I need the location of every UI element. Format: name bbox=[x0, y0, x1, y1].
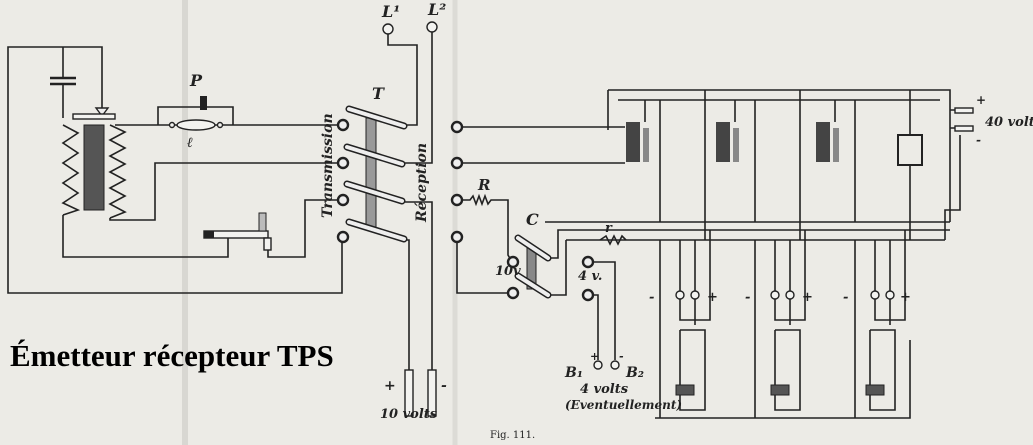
valve-group-2 bbox=[754, 230, 806, 418]
terminal-b2[interactable] bbox=[610, 360, 620, 370]
label-10-volts: 10 volts bbox=[380, 407, 438, 422]
resistor-r-icon bbox=[462, 193, 513, 263]
wire-c-right bbox=[550, 229, 567, 296]
label-b2: B₂ bbox=[625, 365, 644, 381]
secondary-coil-icon bbox=[108, 124, 127, 219]
transformers bbox=[626, 122, 839, 162]
resistor-r-lower-icon bbox=[599, 234, 627, 246]
label-b2-minus: - bbox=[619, 350, 624, 363]
valve-group-3 bbox=[854, 230, 906, 418]
push-button-icon bbox=[200, 96, 207, 110]
label-plus-3: + bbox=[900, 290, 911, 305]
label-minus-1: - bbox=[649, 290, 654, 305]
switch-t[interactable] bbox=[343, 105, 408, 243]
battery-minus-wire bbox=[405, 201, 433, 372]
primary-coil-icon bbox=[61, 124, 81, 216]
battery-10v-icon bbox=[404, 369, 437, 417]
l2-wire bbox=[405, 32, 433, 164]
figure-caption: Fig. 111. bbox=[490, 430, 535, 441]
label-4v: 4 v. bbox=[578, 269, 602, 284]
wire-c-lower bbox=[456, 242, 508, 294]
label-40-volts: 40 volts bbox=[985, 115, 1033, 130]
label-b1: B₁ bbox=[564, 365, 583, 381]
battery-plus-wire bbox=[406, 239, 410, 372]
spark-gap-icon bbox=[94, 107, 110, 118]
battery-40v-wire bbox=[950, 109, 955, 129]
label-plus-1: + bbox=[707, 290, 718, 305]
label-minus-3: - bbox=[843, 290, 848, 305]
secondary-wire bbox=[109, 162, 337, 221]
label-40v-minus: - bbox=[976, 133, 981, 147]
label-40v-plus: + bbox=[976, 93, 986, 107]
push-button-bypass bbox=[157, 106, 234, 125]
l1-wire bbox=[387, 34, 418, 126]
label-b1-plus: + bbox=[590, 350, 599, 363]
transmission-terminals bbox=[336, 118, 350, 244]
label-c: C bbox=[526, 210, 539, 229]
label-eventuellement: (Eventuellement) bbox=[565, 398, 682, 412]
label-reception: Réception bbox=[414, 143, 430, 223]
label-10v: 10v bbox=[495, 264, 521, 279]
switch-c[interactable] bbox=[506, 234, 552, 300]
amplifier-wires bbox=[644, 90, 911, 240]
label-4-volts: 4 volts bbox=[580, 382, 629, 397]
label-plus-2: + bbox=[802, 290, 813, 305]
label-l2: L² bbox=[427, 0, 446, 19]
label-plus: + bbox=[384, 378, 396, 394]
label-transmission: Transmission bbox=[320, 113, 336, 218]
ground-bus bbox=[655, 340, 911, 419]
line-l1-terminal[interactable] bbox=[382, 23, 394, 35]
capacitor-icon bbox=[50, 76, 76, 86]
label-r-lower: r bbox=[605, 221, 613, 236]
iron-core-icon bbox=[83, 124, 105, 211]
telephone-icon bbox=[897, 134, 923, 166]
plate-bus bbox=[607, 89, 951, 222]
label-minus-2: - bbox=[745, 290, 750, 305]
label-p: P bbox=[189, 71, 203, 90]
terminal-4v-upper bbox=[581, 255, 595, 269]
filament-buses bbox=[545, 135, 961, 241]
interrupter-bar bbox=[72, 113, 116, 120]
key-wire-2 bbox=[267, 199, 337, 258]
terminal-4v-lower bbox=[581, 288, 595, 302]
morse-key-icon bbox=[203, 212, 272, 251]
lamp-icon bbox=[176, 119, 216, 131]
battery-40v-icon bbox=[954, 107, 974, 132]
label-lamp: ℓ bbox=[187, 135, 193, 151]
label-t: T bbox=[372, 84, 385, 103]
valve-group-1 bbox=[659, 230, 711, 418]
reception-wires bbox=[462, 126, 625, 164]
label-minus: - bbox=[441, 378, 447, 394]
key-wire bbox=[62, 215, 229, 258]
b-wires bbox=[593, 261, 616, 360]
outer-loop-wire bbox=[7, 46, 343, 294]
page-title: Émetteur récepteur TPS bbox=[10, 338, 334, 373]
label-r-upper: R bbox=[477, 176, 490, 194]
terminal-b1[interactable] bbox=[593, 360, 603, 370]
label-l1: L¹ bbox=[381, 2, 400, 21]
line-l2-terminal[interactable] bbox=[426, 21, 438, 33]
